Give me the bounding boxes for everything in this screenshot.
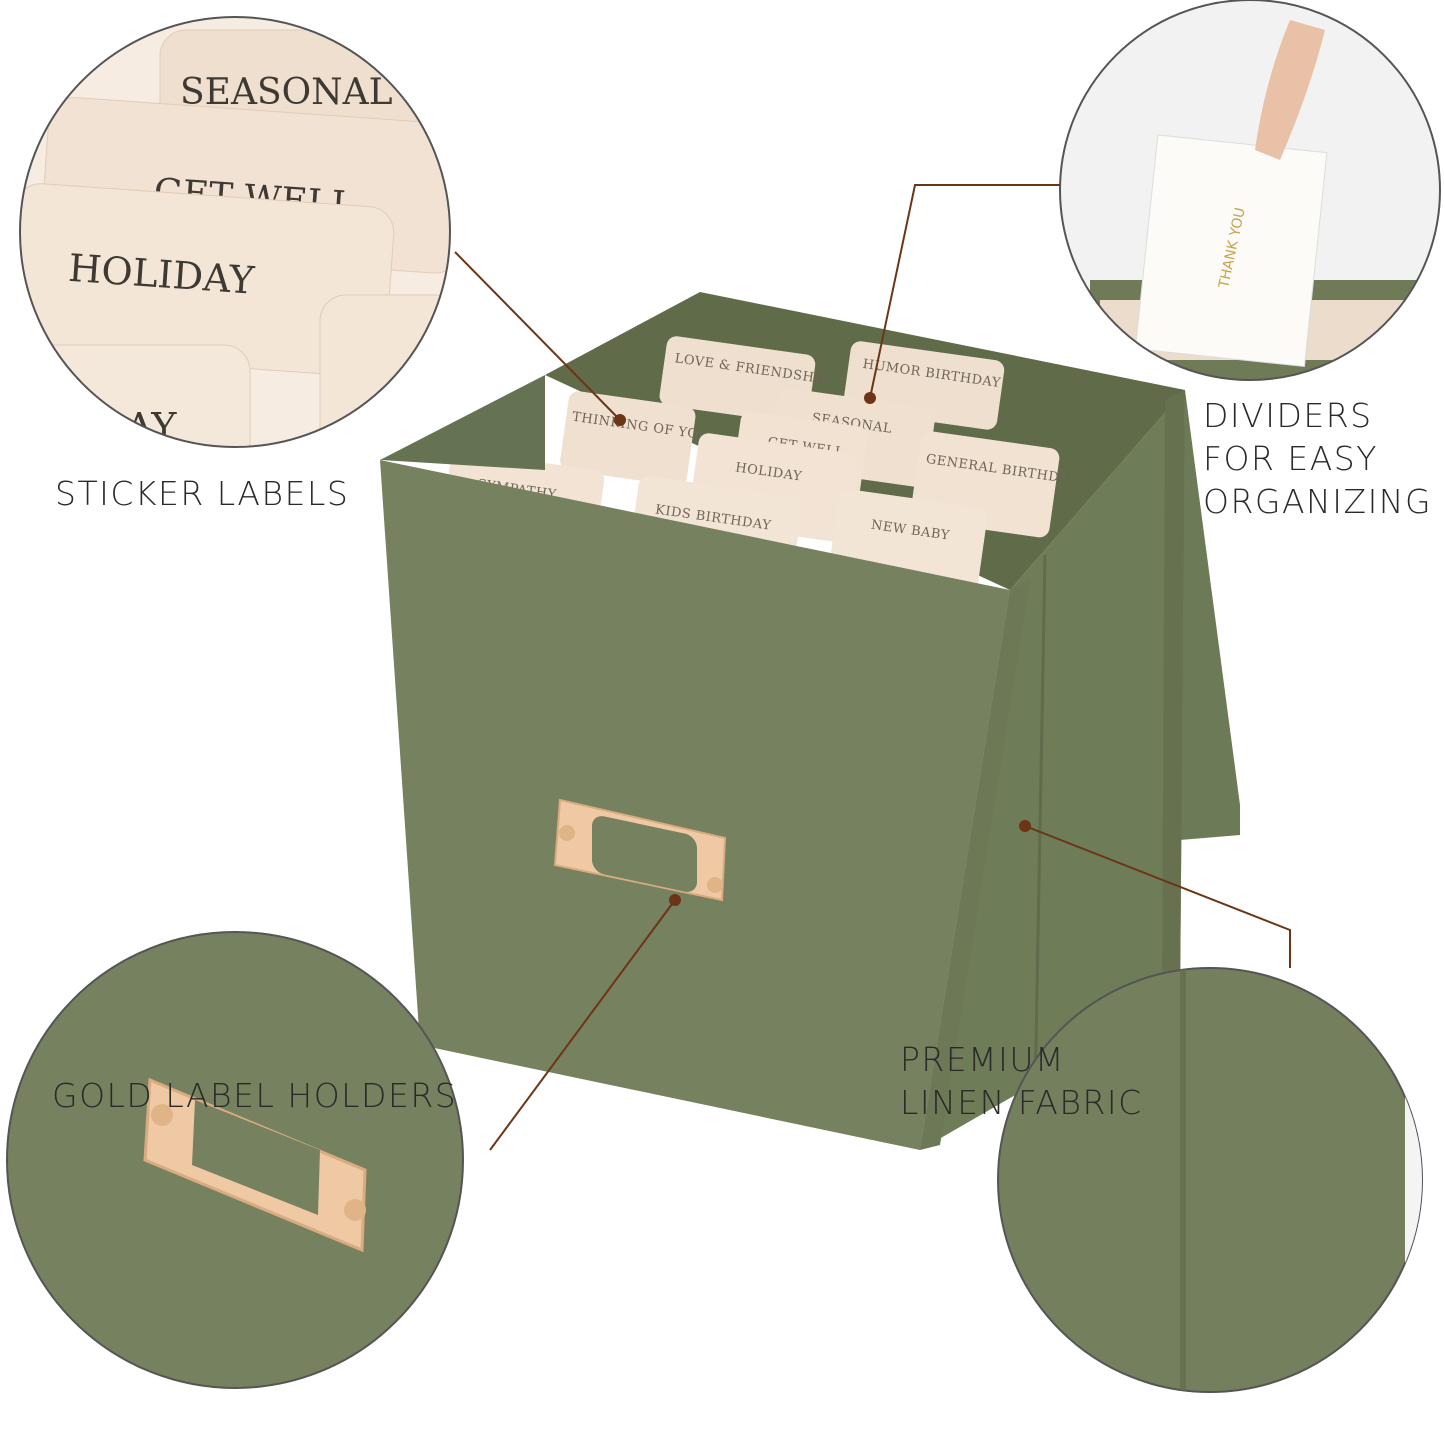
- lid-flap: [1180, 390, 1240, 840]
- zoom-circle-gold-holder: [6, 931, 464, 1389]
- callout-line: ORGANIZING: [1203, 482, 1433, 521]
- rivet-icon: [151, 1104, 173, 1126]
- leader-dot: [864, 392, 876, 404]
- callout-line: FOR EASY: [1203, 439, 1378, 478]
- rivet-icon: [559, 825, 575, 841]
- leader-dot: [669, 894, 681, 906]
- hand: [1255, 20, 1325, 160]
- callout-gold-label-holders: GOLD LABEL HOLDERS: [52, 1076, 458, 1115]
- callout-linen-fabric: PREMIUM LINEN FABRIC: [900, 1038, 1143, 1124]
- box-side-seam: [1033, 554, 1047, 1101]
- divider: LOVE & FRIENDSHIP: [659, 336, 830, 424]
- zoom-divider-label: SEASONAL: [180, 72, 393, 113]
- box-inner-left-wall: [380, 375, 545, 470]
- callout-dividers: DIVIDERS FOR EASY ORGANIZING: [1203, 394, 1432, 523]
- zoom-circle-dividers: THANK YOU: [1059, 0, 1441, 381]
- leader-dot: [614, 414, 626, 426]
- callout-line: PREMIUM: [900, 1040, 1066, 1079]
- zoom-divider-label: DAY: [95, 405, 177, 449]
- leader-line: [454, 251, 621, 421]
- dividers: LOVE & FRIENDSHIP HUMOR BIRTHDAY THINKIN…: [440, 336, 1078, 602]
- leader-dot: [1019, 820, 1031, 832]
- rivet-icon: [707, 877, 723, 893]
- callout-line: LINEN FABRIC: [900, 1083, 1143, 1122]
- leader-line: [869, 184, 1060, 399]
- box-front: [380, 460, 1010, 1150]
- box-back-edge: [1162, 390, 1185, 1008]
- greeting-card: THANK YOU: [1134, 134, 1328, 368]
- leader-line: [1024, 825, 1291, 968]
- gold-label-holder: [553, 798, 727, 902]
- callout-line: DIVIDERS: [1203, 396, 1373, 435]
- zoom-circle-sticker-labels: SEASONAL GET WELL HOLIDAY DAY: [19, 16, 451, 449]
- box-front-edge: [920, 580, 1030, 1150]
- box-side: [920, 390, 1185, 1150]
- rivet-icon: [344, 1199, 366, 1221]
- leader-line: [489, 899, 676, 1151]
- divider: THINKING OF YOU: [560, 391, 711, 486]
- callout-sticker-labels: STICKER LABELS: [55, 474, 350, 513]
- leader-lines: [454, 184, 1291, 1151]
